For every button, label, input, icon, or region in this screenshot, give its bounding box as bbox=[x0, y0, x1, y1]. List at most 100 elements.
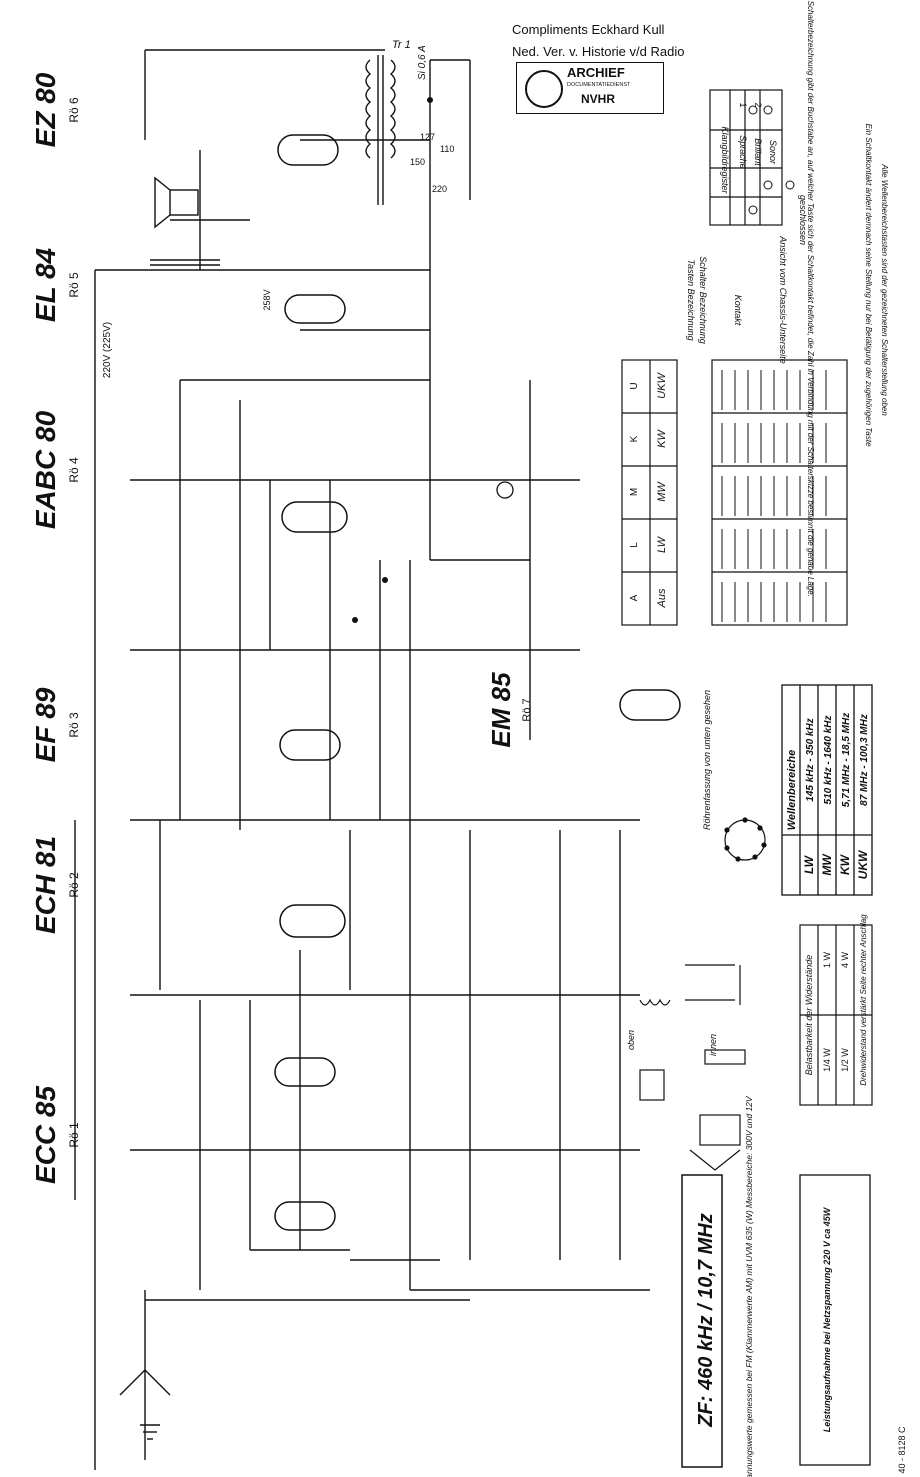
speaker-symbol bbox=[154, 176, 199, 229]
resistor-row-quarter: 1/4 W bbox=[822, 1048, 832, 1072]
contact-label: Kontakt bbox=[733, 295, 743, 326]
register-row-sprache: Sprache bbox=[738, 135, 748, 169]
stamp-org: NVHR bbox=[581, 92, 616, 106]
transformer-label: Tr 1 bbox=[392, 39, 411, 51]
power-note: Leistungsaufnahme bei Netzspannung 220 V… bbox=[822, 1206, 832, 1432]
tube-ech81-symbol bbox=[279, 904, 346, 938]
tube-ez80-symbol bbox=[277, 134, 339, 166]
waveband-table bbox=[781, 684, 873, 896]
tube-socket-diagram bbox=[724, 817, 767, 862]
key-letter-k: K bbox=[629, 435, 640, 442]
if-label: ZF: 460 kHz / 10,7 MHz bbox=[695, 1213, 717, 1427]
tube-ef89-symbol bbox=[279, 729, 341, 761]
waveband-mw-range: 510 kHz - 1640 kHz bbox=[823, 716, 834, 805]
tube-ecc85-b-symbol bbox=[274, 1201, 336, 1231]
bottom-code: 40 - 8128 C bbox=[897, 1426, 907, 1474]
stamp-subtitle: DOCUMENTATIEDIENST bbox=[567, 82, 631, 88]
stamp-logo-icon bbox=[525, 70, 563, 108]
register-row-sonor: Sonor bbox=[768, 140, 778, 165]
waveband-mw: MW bbox=[820, 853, 834, 876]
key-kw: KW bbox=[656, 429, 668, 448]
tube-label-ecc85: ECC 85 bbox=[30, 1086, 61, 1184]
measure-note: Strom- und Spannungswerte gemessen bei F… bbox=[744, 1095, 754, 1477]
register-row-brillant: Brillant bbox=[753, 138, 763, 166]
tube-label-ef89: EF 89 bbox=[30, 687, 61, 762]
tube-label-ez80: EZ 80 bbox=[30, 72, 61, 147]
register-title: Klangbildregister bbox=[720, 126, 730, 194]
key-mw: MW bbox=[656, 481, 668, 502]
pot-label: Drehwiderstand verstärkt Seite rechter A… bbox=[859, 914, 868, 1086]
register-closed-marks bbox=[748, 105, 795, 215]
tube-el84-symbol bbox=[284, 294, 346, 324]
switch-note: Bei der Schalterbezeichnung gibt der Buc… bbox=[806, 0, 815, 597]
key-letter-a: A bbox=[629, 594, 640, 601]
tube-ref-ez80: Rö 6 bbox=[67, 97, 81, 123]
tube-ref-ef89: Rö 3 bbox=[67, 712, 81, 738]
waveband-kw-range: 5,71 MHz - 18,5 MHz bbox=[841, 713, 852, 807]
output-transformer bbox=[150, 259, 220, 266]
key-letter-l: L bbox=[629, 542, 640, 548]
tap-220: 220 bbox=[432, 184, 447, 194]
switch-header-a: Schalter Bezeichnung bbox=[698, 256, 708, 344]
key-ukw: UKW bbox=[656, 372, 668, 399]
register-col-2: 2 bbox=[753, 102, 763, 107]
coil-drawings bbox=[639, 964, 746, 1171]
fuse-label: Si 0,6 A bbox=[417, 45, 428, 80]
coil-inner-label: innen bbox=[708, 1034, 718, 1056]
tube-ref-eabc80: Rö 4 bbox=[67, 457, 81, 483]
credit-line-2: Ned. Ver. v. Historie v/d Radio bbox=[512, 44, 685, 59]
waveband-kw: KW bbox=[838, 853, 852, 875]
power-transformer bbox=[365, 55, 396, 205]
contact-note: Ein Schaltkontakt ändert demnach seine S… bbox=[864, 123, 873, 447]
waveband-ukw: UKW bbox=[856, 849, 870, 879]
stamp-title: ARCHIEF bbox=[567, 65, 625, 80]
tube-ref-ech81: Rö 2 bbox=[67, 872, 81, 898]
archive-stamp: ARCHIEF DOCUMENTATIEDIENST NVHR bbox=[516, 62, 664, 114]
switch-key-table bbox=[621, 359, 848, 626]
tap-150: 150 bbox=[410, 157, 425, 167]
mains-voltage-label: 220V (225V) bbox=[102, 322, 113, 378]
tube-ecc85-a-symbol bbox=[274, 1057, 336, 1087]
wiring bbox=[74, 49, 650, 1470]
tube-em85-symbol bbox=[619, 689, 681, 721]
tube-symbols bbox=[274, 134, 681, 1231]
switch-contact-grid bbox=[721, 370, 827, 622]
anode-voltage-label: 258V bbox=[262, 289, 272, 310]
if-frame bbox=[681, 1174, 723, 1468]
tap-110: 110 bbox=[440, 144, 454, 154]
resistor-title: Belastbarkeit der Widerstände bbox=[804, 955, 814, 1075]
socket-label: Röhrenfassung von unten gesehen bbox=[702, 690, 712, 830]
switch-header-b: Tasten Bezeichnung bbox=[686, 259, 696, 340]
waveband-ukw-range: 87 MHz - 100,3 MHz bbox=[859, 714, 870, 806]
mains-taps: 110 127 150 220 bbox=[410, 132, 454, 194]
key-aus: Aus bbox=[656, 588, 668, 608]
register-table bbox=[709, 89, 783, 226]
resistor-row-4w: 4 W bbox=[840, 952, 850, 969]
resistor-row-1w: 1 W bbox=[822, 952, 832, 969]
tube-labels: EZ 80 Rö 6 EL 84 Rö 5 EABC 80 Rö 4 EF 89… bbox=[30, 72, 533, 1184]
key-letter-m: M bbox=[629, 488, 640, 496]
coil-top-label: oben bbox=[626, 1030, 636, 1050]
waveband-title: Wellenbereiche bbox=[786, 750, 798, 831]
register-note: geschlossen bbox=[798, 195, 808, 245]
register-col-1: 1 bbox=[738, 102, 748, 107]
component-marks bbox=[352, 97, 514, 623]
tube-label-el84: EL 84 bbox=[30, 247, 61, 322]
credit-line-1: Compliments Eckhard Kull bbox=[512, 22, 665, 37]
key-letter-u: U bbox=[629, 382, 640, 389]
tube-label-eabc80: EABC 80 bbox=[30, 410, 61, 529]
tube-ref-em85: Rö 7 bbox=[521, 698, 533, 721]
key-lw: LW bbox=[656, 535, 668, 553]
tube-label-ech81: ECH 81 bbox=[30, 836, 61, 934]
tube-ref-el84: Rö 5 bbox=[67, 272, 81, 298]
tube-label-em85: EM 85 bbox=[486, 672, 516, 748]
resistor-row-half: 1/2 W bbox=[840, 1048, 850, 1072]
view-label: Ansicht vom Chassis-Unterseite bbox=[778, 235, 788, 364]
tube-eabc80-symbol bbox=[281, 501, 348, 533]
position-note: Alle Wellenbereichstasten sind der gezei… bbox=[880, 163, 889, 416]
power-frame bbox=[799, 1174, 871, 1466]
waveband-lw: LW bbox=[802, 854, 816, 874]
resistor-table bbox=[799, 924, 873, 1106]
tube-ref-ecc85: Rö 1 bbox=[67, 1122, 81, 1148]
